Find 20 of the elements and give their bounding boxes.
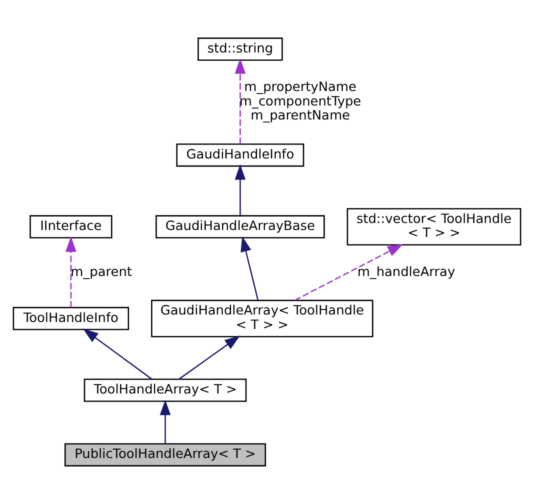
arrow bbox=[178, 335, 240, 380]
arrow bbox=[294, 244, 404, 300]
node-box: GaudiHandleInfo bbox=[176, 142, 304, 166]
arrow bbox=[234, 164, 246, 215]
arrow bbox=[82, 328, 152, 380]
node-box: GaudiHandleArray< ToolHandle < T > > bbox=[151, 299, 374, 337]
node-box: ToolHandleArray< T > bbox=[84, 378, 247, 402]
edge-label: m_handleArray bbox=[357, 264, 456, 280]
node-box: std::string bbox=[198, 37, 283, 60]
arrow bbox=[66, 236, 76, 307]
node-box: std::vector< ToolHandle < T > > bbox=[346, 208, 522, 246]
arrow bbox=[234, 58, 246, 144]
edge-label: m_parent bbox=[70, 264, 132, 280]
node-box: ToolHandleInfo bbox=[12, 306, 130, 330]
edge-label: m_propertyName m_componentType m_parentName bbox=[239, 80, 362, 124]
node-box: PublicToolHandleArray< T > bbox=[64, 442, 266, 466]
node-box: GaudiHandleArrayBase bbox=[156, 214, 325, 238]
node-box: IInterface bbox=[30, 214, 112, 238]
arrow bbox=[240, 236, 259, 300]
arrow bbox=[160, 399, 171, 443]
